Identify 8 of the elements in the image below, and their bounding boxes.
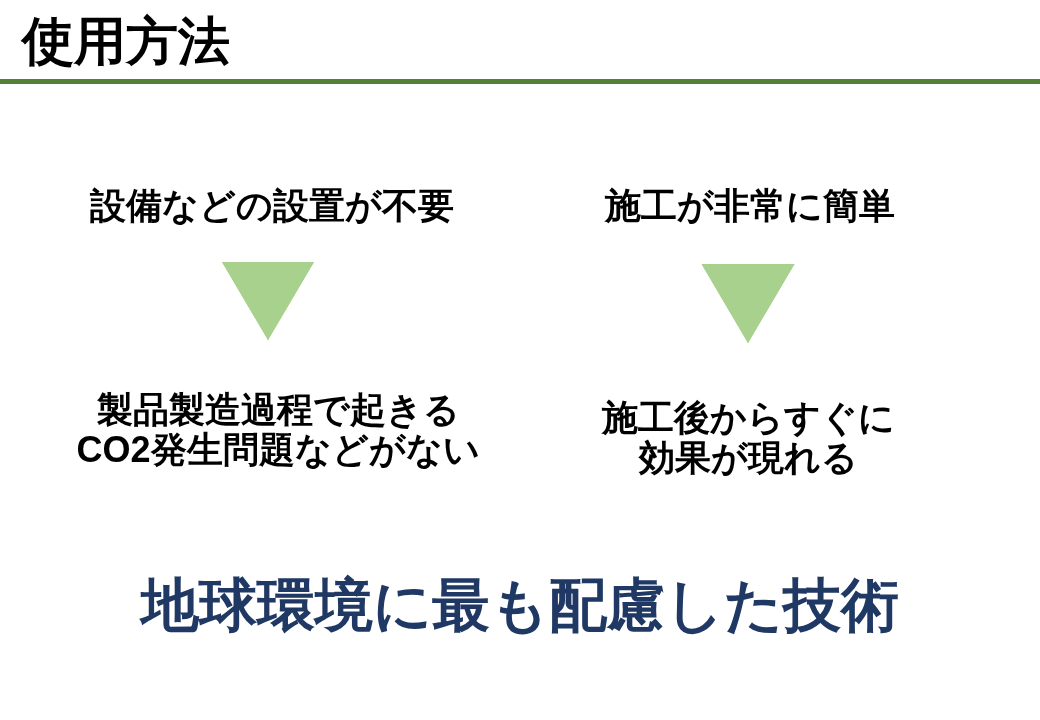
node-text: 製品製造過程で起きるCO2発生問題などがない — [75, 390, 481, 470]
node-text: 施工が非常に簡単 — [605, 186, 895, 226]
tagline-text: 地球環境に最も配慮した技術 — [141, 572, 899, 638]
node-text: 設備などの設置が不要 — [90, 186, 454, 226]
node-text: 施工後からすぐに効果が現れる — [600, 398, 896, 478]
slide-title: 使用方法 — [22, 11, 230, 72]
arrow — [701, 263, 795, 344]
arrow — [222, 261, 314, 341]
